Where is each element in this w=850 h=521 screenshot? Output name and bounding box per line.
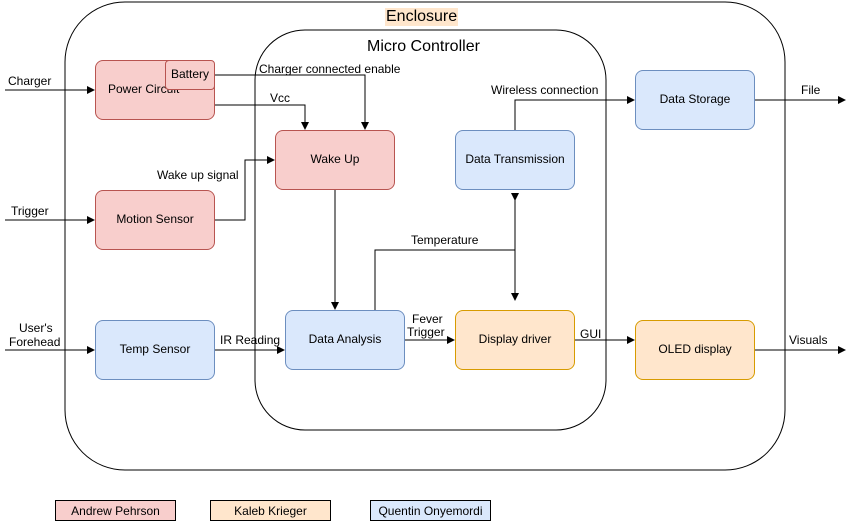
micro-controller-container xyxy=(254,29,607,431)
micro-controller-title: Micro Controller xyxy=(367,38,480,55)
users-forehead-label-1: User's xyxy=(19,321,53,335)
enclosure-container xyxy=(64,1,786,471)
trigger-label: Trigger xyxy=(11,204,49,218)
power-circuit-label: Power Circuit xyxy=(108,82,180,97)
legend-quentin-label: Quentin Onyemordi xyxy=(378,503,483,518)
motion-sensor-block[interactable]: Motion Sensor xyxy=(95,190,215,250)
ir-reading-label: IR Reading xyxy=(220,333,281,347)
file-label: File xyxy=(801,83,821,97)
battery-label: Battery xyxy=(170,67,209,82)
charger-connected-enable-label: Charger connected enable xyxy=(259,62,401,76)
display-driver-block[interactable]: Display driver xyxy=(455,310,575,370)
edge-temperature xyxy=(374,249,515,310)
legend-kaleb-label: Kaleb Krieger xyxy=(234,503,307,518)
wake-up-block[interactable]: Wake Up xyxy=(275,130,395,190)
display-driver-label: Display driver xyxy=(478,332,552,347)
users-forehead-label-2: Forehead xyxy=(9,335,61,349)
oled-display-label: OLED display xyxy=(658,342,732,357)
vcc-label: Vcc xyxy=(270,91,291,105)
temperature-label: Temperature xyxy=(411,233,479,247)
power-circuit-block[interactable]: Power Circuit xyxy=(95,60,215,120)
edge-vcc xyxy=(215,104,309,130)
motion-sensor-label: Motion Sensor xyxy=(116,212,194,227)
wake-up-signal-label: Wake up signal xyxy=(157,168,239,182)
edge-wake-up-signal xyxy=(215,156,275,221)
wireless-connection-label: Wireless connection xyxy=(491,83,599,97)
fever-trigger-label-1: Fever xyxy=(412,312,443,326)
data-transmission-block[interactable]: Data Transmission xyxy=(455,130,575,190)
legend-andrew-label: Andrew Pehrson xyxy=(71,503,160,518)
legend-quentin: Quentin Onyemordi xyxy=(370,500,491,521)
legend-andrew: Andrew Pehrson xyxy=(55,500,176,521)
fever-trigger-label-2: Trigger xyxy=(407,325,445,339)
edge-wireless xyxy=(514,96,635,130)
oled-display-block[interactable]: OLED display xyxy=(635,320,755,380)
battery-block[interactable]: Battery xyxy=(165,60,215,90)
data-storage-label: Data Storage xyxy=(659,92,731,107)
legend-kaleb: Kaleb Krieger xyxy=(210,500,331,521)
temp-sensor-label: Temp Sensor xyxy=(119,342,191,357)
edge-charger-connected-enable xyxy=(215,74,369,130)
enclosure-title: Enclosure xyxy=(385,8,459,26)
charger-label: Charger xyxy=(8,74,52,88)
wake-up-label: Wake Up xyxy=(310,152,360,167)
data-analysis-block[interactable]: Data Analysis xyxy=(285,310,405,370)
data-storage-block[interactable]: Data Storage xyxy=(635,70,755,130)
temp-sensor-block[interactable]: Temp Sensor xyxy=(95,320,215,380)
visuals-label: Visuals xyxy=(789,333,828,347)
gui-label: GUI xyxy=(580,327,602,341)
data-analysis-label: Data Analysis xyxy=(308,332,382,347)
data-transmission-label: Data Transmission xyxy=(465,152,565,167)
